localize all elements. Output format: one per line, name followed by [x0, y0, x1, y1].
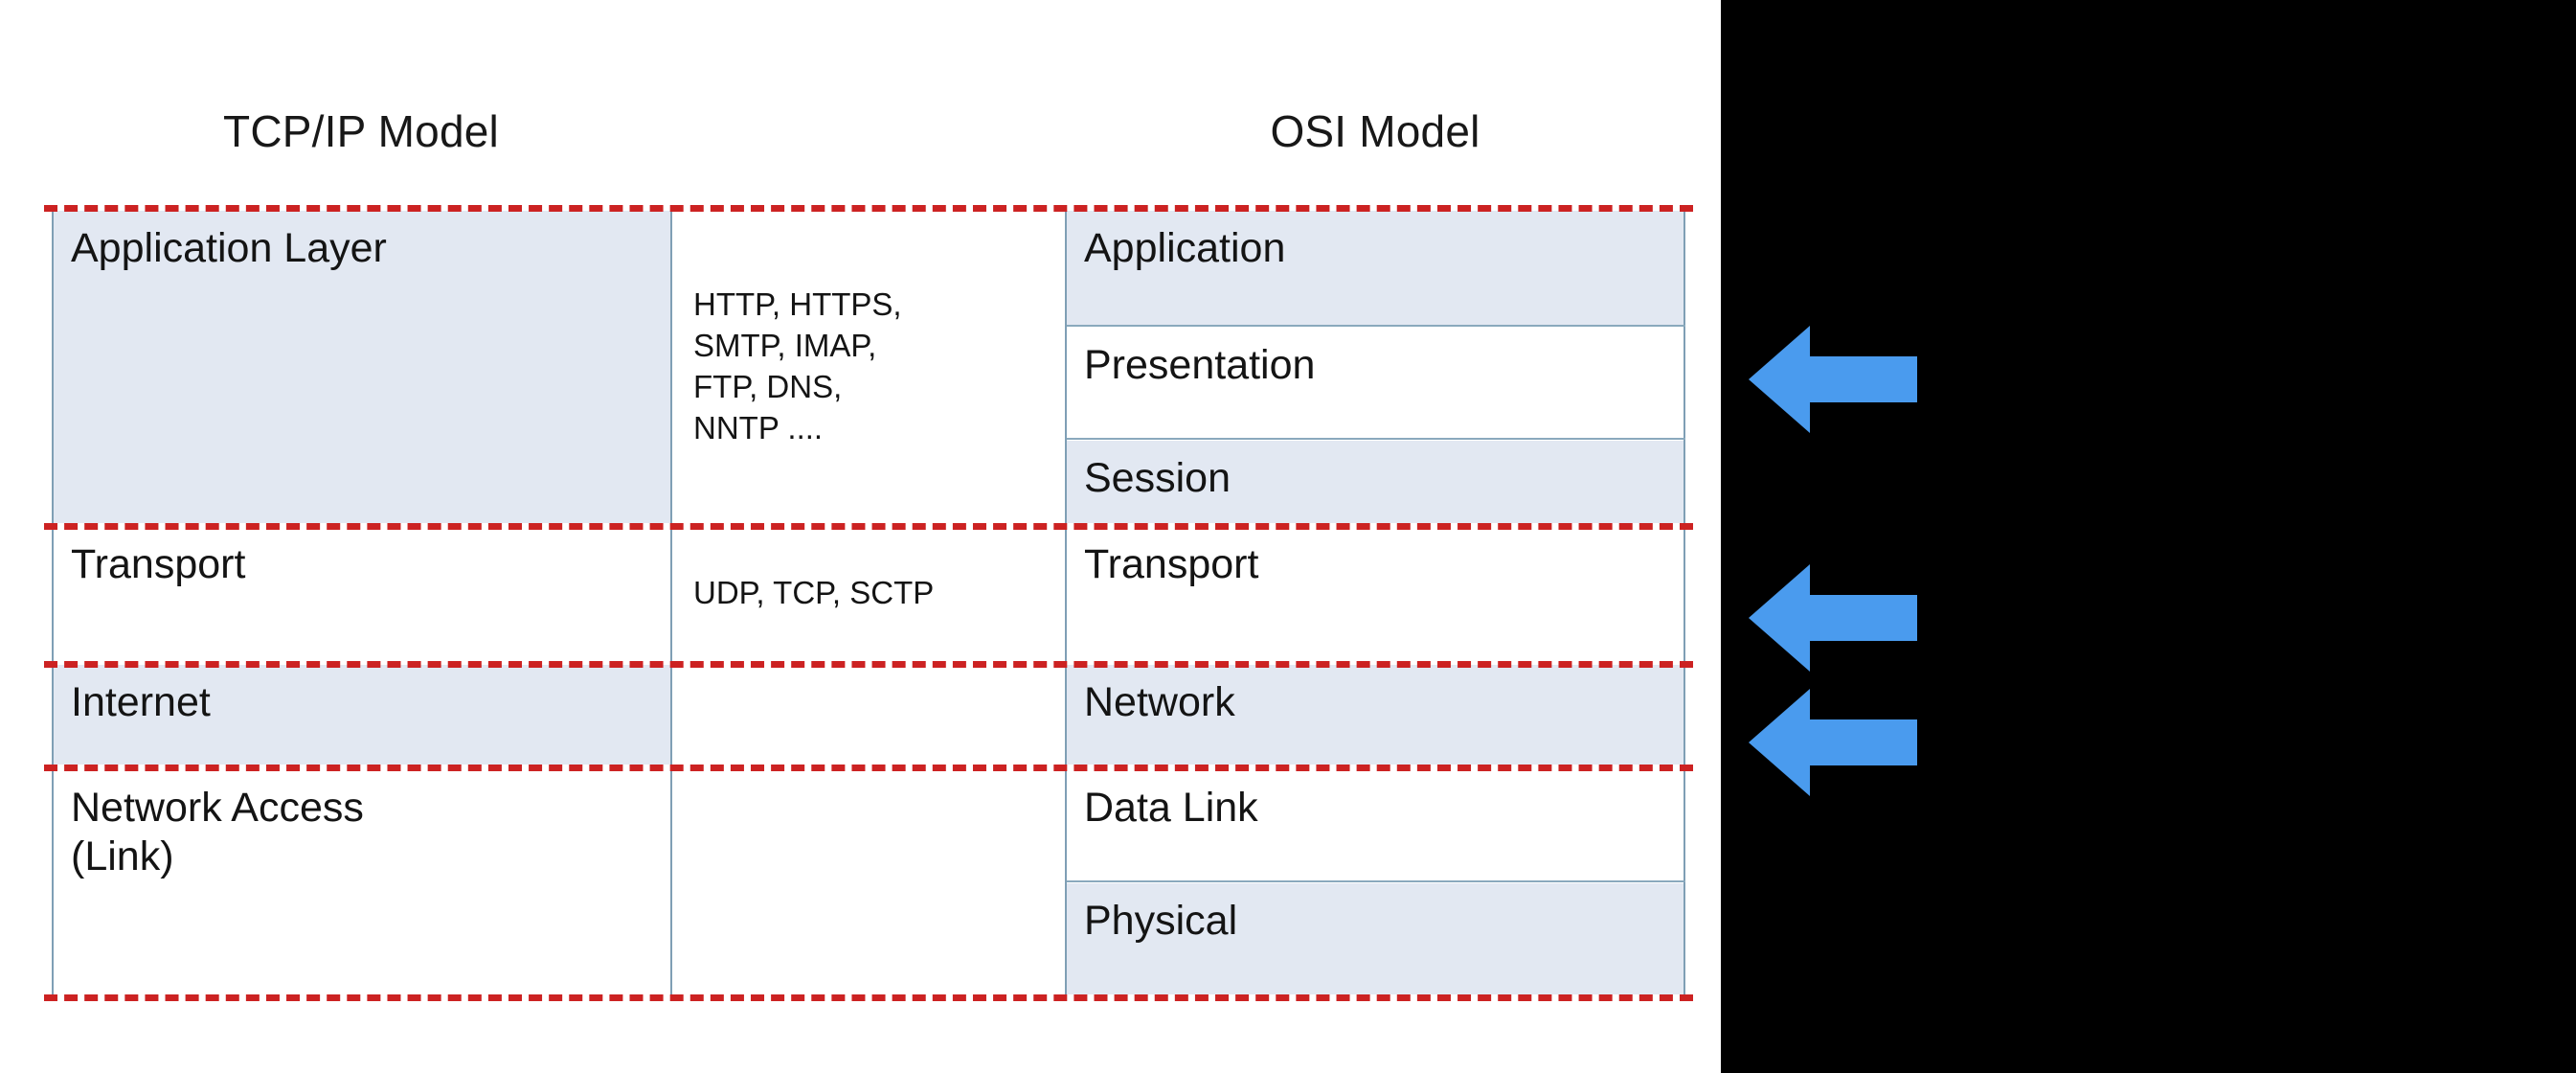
arrow-transport	[1749, 557, 1917, 679]
dashed-separator-internet	[44, 765, 1693, 771]
protocol-cell-transport: UDP, TCP, SCTP	[672, 527, 1065, 659]
tcpip-model-header: TCP/IP Model	[223, 106, 499, 156]
osi-cell-data-link: Data Link	[1067, 770, 1683, 881]
osi-label-physical: Physical	[1084, 898, 1238, 944]
protocol-cell-network-access	[672, 770, 1065, 994]
dashed-separator-bottom	[44, 994, 1693, 1001]
dashed-separator-top	[44, 205, 1693, 212]
table-divider-first	[670, 209, 672, 996]
arrow-presentation	[1749, 318, 1917, 441]
protocol-label-transport: UDP, TCP, SCTP	[693, 574, 935, 610]
table-border-left	[52, 209, 54, 996]
tcpip-label-transport: Transport	[71, 541, 246, 587]
osi-label-session: Session	[1084, 455, 1231, 501]
osi-rule-application-presentation	[1067, 325, 1685, 327]
table-border-right	[1683, 209, 1685, 996]
osi-cell-transport: Transport	[1067, 527, 1683, 659]
osi-cell-network: Network	[1067, 665, 1683, 765]
table-divider-second	[1065, 209, 1067, 996]
black-background-panel	[1721, 0, 2576, 1073]
protocol-cell-application: HTTP, HTTPS, SMTP, IMAP, FTP, DNS, NNTP …	[672, 211, 1065, 523]
osi-label-network: Network	[1084, 679, 1235, 725]
osi-label-application: Application	[1084, 225, 1286, 271]
tcpip-cell-network-access: Network Access (Link)	[54, 770, 670, 994]
osi-rule-datalink-physical	[1067, 880, 1685, 882]
tcpip-label-internet: Internet	[71, 679, 211, 725]
osi-rule-presentation-session	[1067, 438, 1685, 440]
model-comparison-table: Application Layer Transport Internet Net…	[44, 205, 1693, 1001]
osi-cell-session: Session	[1067, 441, 1683, 523]
dashed-separator-application	[44, 523, 1693, 530]
protocol-cell-internet	[672, 665, 1065, 765]
dashed-separator-transport	[44, 661, 1693, 668]
osi-label-data-link: Data Link	[1084, 785, 1258, 831]
arrow-network	[1749, 681, 1917, 804]
osi-cell-presentation: Presentation	[1067, 328, 1683, 439]
tcpip-label-network-access: Network Access (Link)	[71, 785, 364, 879]
tcpip-cell-transport: Transport	[54, 527, 670, 659]
protocol-label-application: HTTP, HTTPS, SMTP, IMAP, FTP, DNS, NNTP …	[693, 286, 902, 445]
osi-label-transport: Transport	[1084, 541, 1259, 587]
osi-label-presentation: Presentation	[1084, 342, 1316, 388]
osi-cell-physical: Physical	[1067, 883, 1683, 994]
tcpip-label-application: Application Layer	[71, 225, 387, 271]
osi-cell-application: Application	[1067, 211, 1683, 326]
tcpip-cell-application: Application Layer	[54, 211, 670, 523]
tcpip-cell-internet: Internet	[54, 665, 670, 765]
osi-model-header: OSI Model	[1270, 106, 1480, 156]
